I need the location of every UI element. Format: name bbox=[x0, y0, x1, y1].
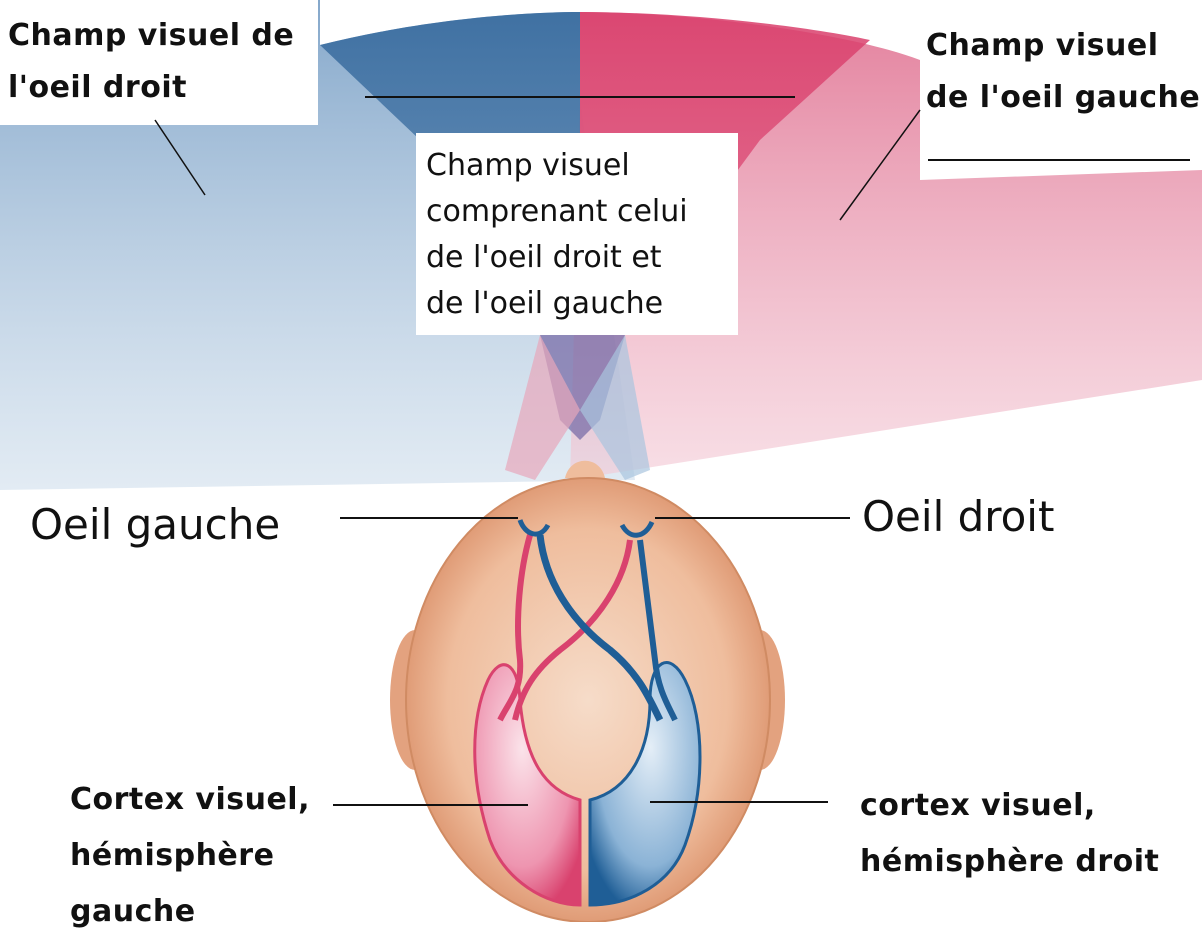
right-eye-field-label: Champ visuel de l'oeil droit bbox=[8, 10, 294, 114]
right-eye-label: Oeil droit bbox=[862, 492, 1054, 542]
right-cortex-label: cortex visuel, hémisphère droit bbox=[860, 778, 1159, 890]
head bbox=[406, 478, 770, 922]
left-eye-field-label: Champ visuel de l'oeil gauche bbox=[926, 20, 1200, 124]
left-eye-label: Oeil gauche bbox=[30, 500, 280, 550]
binocular-field-label: Champ visuel comprenant celui de l'oeil … bbox=[426, 143, 688, 327]
left-cortex-label: Cortex visuel, hémisphère gauche bbox=[70, 772, 310, 940]
binocular-field-label-box: Champ visuel comprenant celui de l'oeil … bbox=[416, 133, 738, 335]
